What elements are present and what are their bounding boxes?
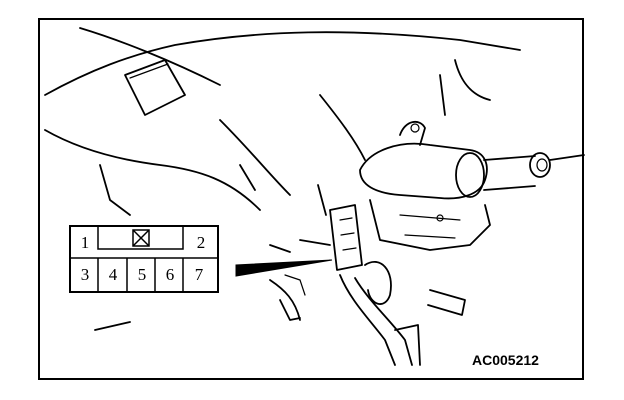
- harness-connector: [329, 204, 363, 271]
- dashboard-upper-curve: [79, 27, 221, 86]
- connector-pinout-diagram: 1 2 3 4 5 6 7: [69, 225, 219, 293]
- pin-label-5: 5: [137, 265, 147, 284]
- lever: [427, 289, 466, 316]
- connector-outline: [71, 227, 217, 291]
- pin-label-1: 1: [80, 233, 90, 252]
- steering-shaft: [483, 155, 536, 191]
- column-shroud: [359, 142, 488, 200]
- dashboard-fold: [99, 164, 131, 216]
- blanked-pin-box: [132, 229, 150, 247]
- pin-label-7: 7: [194, 265, 204, 284]
- air-vent: [124, 59, 186, 116]
- pin-label-6: 6: [165, 265, 175, 284]
- mounting-bracket: [399, 120, 426, 146]
- pin-label-2: 2: [196, 233, 206, 252]
- wire-loop: [364, 260, 392, 305]
- shaft-end: [529, 152, 551, 178]
- pointer-arrow: [235, 259, 333, 277]
- dashboard-top-edge: [44, 31, 521, 96]
- pin-label-3: 3: [80, 265, 90, 284]
- switch-body: [369, 199, 491, 251]
- figure-code-label: AC005212: [472, 352, 539, 368]
- wire-harness: [339, 274, 396, 366]
- pin-label-4: 4: [108, 265, 118, 284]
- dashboard-lower-edge: [44, 129, 261, 211]
- column-collar: [455, 152, 485, 198]
- figure-frame: [38, 18, 584, 380]
